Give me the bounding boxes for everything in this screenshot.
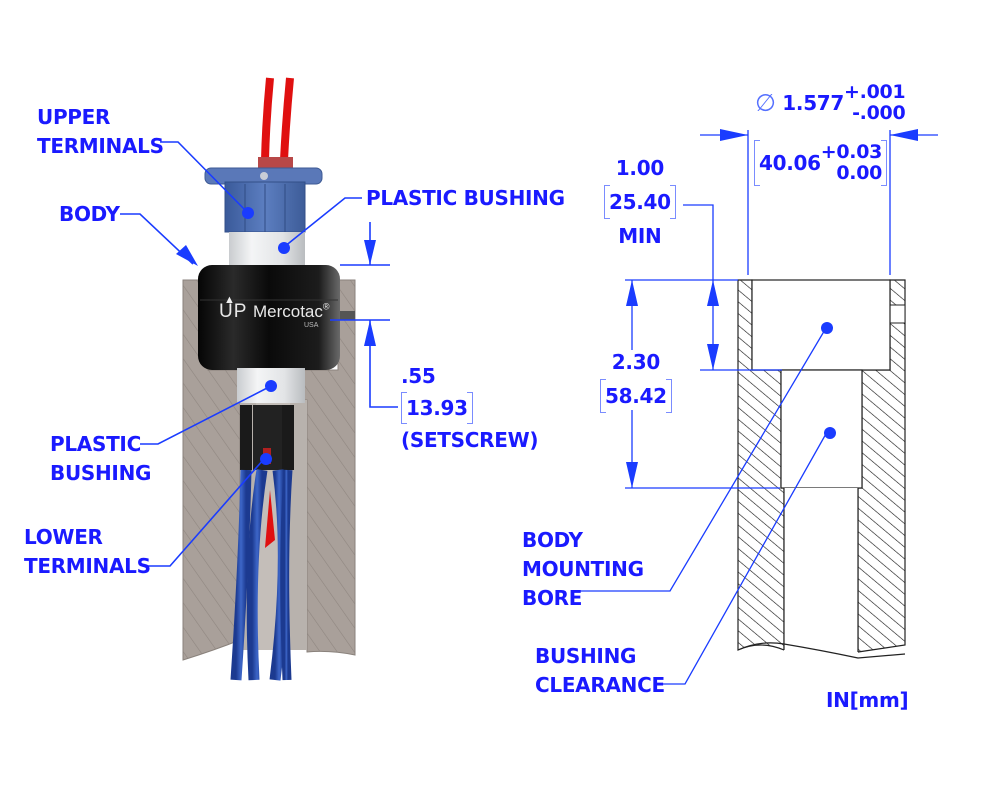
diameter-dimension-mm: 40.06 +0.03 0.00 [754, 140, 888, 186]
label-line: BODY [522, 528, 583, 552]
label-lower-terminals: LOWER TERMINALS [24, 523, 151, 581]
label-line: PLASTIC [50, 432, 141, 456]
label-line: LOWER [24, 525, 103, 549]
upper-terminals-part [204, 167, 323, 233]
country-mark: USA [304, 322, 319, 329]
min-depth-mm: 25.40 [604, 185, 676, 219]
tol-minus: 0.00 [836, 162, 883, 184]
diameter-symbol-icon: ∅ [755, 89, 776, 117]
diameter-mm: 40.06 [759, 151, 821, 175]
label-upper-terminals: UPPER TERMINALS [37, 103, 164, 161]
setscrew-note: (SETSCREW) [401, 428, 539, 452]
left-leaders [120, 141, 398, 567]
upper-plastic-bushing-part [229, 232, 305, 267]
lower-terminals-part [240, 405, 294, 470]
label-bushing-clearance: BUSHING CLEARANCE [535, 642, 665, 700]
brand-name: Mercotac [252, 302, 323, 321]
registered-mark: ® [322, 301, 330, 312]
label-line: BORE [522, 586, 583, 610]
tol-plus: +.001 [844, 81, 906, 103]
diameter-tolerance-inches: +.001 -.000 [844, 81, 906, 124]
total-depth-dimension: 2.30 58.42 [600, 345, 672, 413]
total-depth-inches: 2.30 [611, 350, 660, 374]
label-plastic-bushing-lower: PLASTIC BUSHING [50, 430, 151, 488]
bore-section-drawing [737, 279, 906, 659]
units-label: IN[mm] [826, 688, 909, 712]
label-line: PLASTIC BUSHING [366, 186, 565, 210]
min-depth-dimension: 1.00 25.40 MIN [604, 151, 676, 253]
setscrew-inches: .55 [401, 364, 436, 388]
label-line: BUSHING [50, 461, 152, 485]
right-arrowheads [626, 129, 918, 488]
label-line: UPPER [37, 105, 111, 129]
body-part [198, 265, 340, 370]
setscrew-dimension: .55 13.93 (SETSCREW) [401, 360, 539, 456]
left-leader-dots [176, 207, 376, 465]
diameter-dimension-inches: ∅ 1.577 +.001 -.000 [755, 81, 906, 124]
diameter-mm-bracket: 40.06 +0.03 0.00 [754, 140, 888, 186]
min-depth-mm-value: 25.40 [609, 190, 671, 214]
right-dimension-lines [580, 130, 938, 685]
label-line: MOUNTING [522, 557, 644, 581]
label-body: BODY [59, 200, 120, 229]
up-mark: UP [219, 301, 248, 322]
label-line: TERMINALS [37, 134, 164, 158]
tol-plus: +0.03 [820, 141, 883, 163]
label-line: BODY [59, 202, 120, 226]
setscrew-mm-value: 13.93 [406, 396, 468, 420]
label-plastic-bushing-top: PLASTIC BUSHING [366, 184, 565, 213]
upper-wires [258, 77, 294, 169]
diameter-tolerance-mm: +0.03 0.00 [820, 141, 883, 184]
label-line: TERMINALS [24, 554, 151, 578]
total-depth-mm: 58.42 [600, 379, 672, 413]
min-depth-note: MIN [618, 224, 662, 248]
body-logo: UP Mercotac® USA [219, 300, 330, 329]
lower-wires [230, 469, 293, 681]
up-arrow-icon: ▲ [224, 294, 235, 306]
min-depth-inches: 1.00 [615, 156, 664, 180]
label-line: CLEARANCE [535, 673, 665, 697]
total-depth-mm-value: 58.42 [605, 384, 667, 408]
label-line: BUSHING [535, 644, 637, 668]
label-body-mounting-bore: BODY MOUNTING BORE [522, 526, 644, 613]
setscrew-mm: 13.93 [401, 392, 473, 424]
tol-minus: -.000 [852, 102, 906, 124]
diameter-inches: 1.577 [782, 91, 845, 115]
